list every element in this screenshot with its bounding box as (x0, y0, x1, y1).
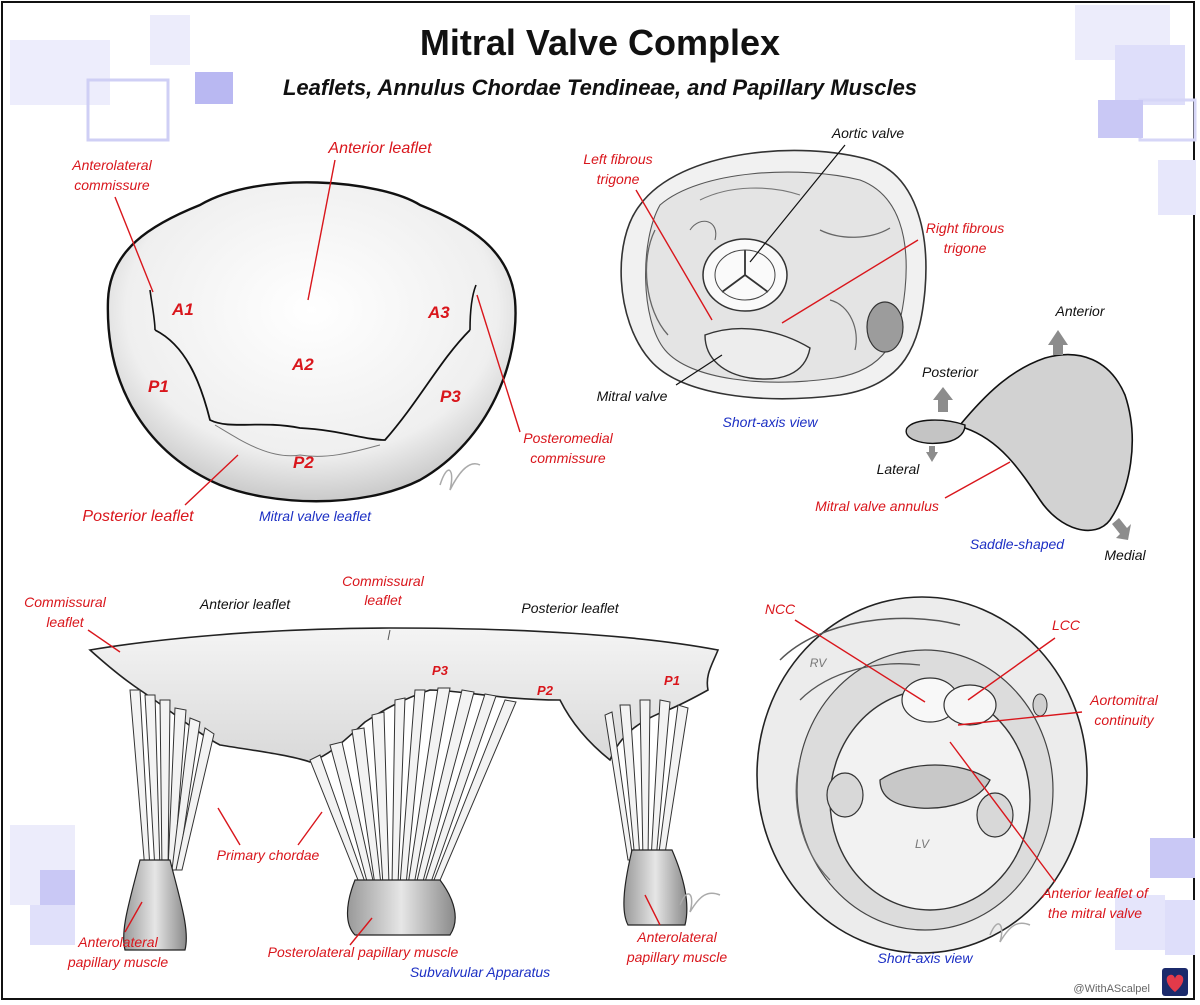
mitral-valve-leaflet-caption: Mitral valve leaflet (259, 508, 372, 524)
short-axis-top-caption: Short-axis view (723, 414, 819, 430)
posterior-leaflet-sub-label: Posterior leaflet (521, 600, 619, 616)
segment-p1: P1 (148, 377, 169, 396)
ncc-label: NCC (765, 601, 796, 617)
anterolateral-pm-left-label-1: Anterolateral (77, 934, 158, 950)
arrow-lateral-icon (926, 446, 938, 462)
mitral-valve-leaflet-panel: A1 A2 A3 P1 P2 P3 Anterior leaflet Anter… (71, 140, 613, 525)
commissural-leaflet-left-label-1: Commissural (24, 594, 107, 610)
subvalvular-apparatus-caption: Subvalvular Apparatus (410, 964, 550, 980)
lcc-label: LCC (1052, 617, 1081, 633)
chordae-middle (309, 687, 517, 886)
segment-p2: P2 (293, 453, 314, 472)
segment-a1: A1 (171, 300, 194, 319)
anterior-leaflet-label: Anterior leaflet (327, 140, 432, 157)
posterior-leaflet-label: Posterior leaflet (82, 508, 194, 525)
posteromedial-commissure-label-2: commissure (530, 450, 606, 466)
commissural-leaflet-left-label-2: leaflet (46, 614, 84, 630)
right-fibrous-trigone-label-2: trigone (944, 240, 987, 256)
commissural-leaflet-mid-label-2: leaflet (364, 592, 402, 608)
annulus-tip (905, 419, 966, 445)
leaflet-veil (88, 627, 720, 763)
left-fibrous-trigone-label-2: trigone (597, 171, 640, 187)
lv-label: LV (915, 837, 930, 851)
anterior-leaflet-mv-label-2: the mitral valve (1048, 905, 1142, 921)
page-title: Mitral Valve Complex (420, 22, 780, 63)
signature-mark-3 (989, 922, 1031, 943)
short-axis-bottom-caption: Short-axis view (878, 950, 974, 966)
anterolateral-pm-right-label-1: Anterolateral (636, 929, 717, 945)
papillary-muscle-left (123, 859, 187, 951)
anterior-leaflet-sub-label: Anterior leaflet (199, 596, 291, 612)
posterolateral-pm-label: Posterolateral papillary muscle (268, 944, 459, 960)
medial-direction-label: Medial (1104, 547, 1146, 563)
anterolateral-commissure-label-2: commissure (74, 177, 150, 193)
signature-mark-2 (679, 892, 721, 913)
subvalvular-apparatus-panel: P3 P2 P1 Commissural leaflet Commissural… (24, 573, 727, 980)
segment-p3-sub: P3 (432, 663, 449, 678)
page-subtitle: Leaflets, Annulus Chordae Tendineae, and… (283, 75, 917, 100)
aortomitral-label-2: continuity (1094, 712, 1154, 728)
anterolateral-pm-left-label-2: papillary muscle (67, 954, 169, 970)
rv-label: RV (810, 656, 827, 670)
posterior-direction-label: Posterior (922, 364, 979, 380)
leaflet-outline (106, 181, 517, 503)
mitral-valve-shape (704, 327, 811, 380)
segment-a2: A2 (291, 355, 314, 374)
aortomitral-label-1: Aortomitral (1089, 692, 1159, 708)
lateral-direction-label: Lateral (877, 461, 921, 477)
mitral-valve-annulus-label: Mitral valve annulus (815, 498, 939, 514)
chordae-left (129, 689, 215, 871)
arrow-anterior-icon (1048, 330, 1068, 355)
papillary-muscle-right (623, 849, 688, 926)
segment-p3: P3 (440, 387, 461, 406)
segment-p2-sub: P2 (537, 683, 554, 698)
anterior-leaflet-mv-label-1: Anterior leaflet of (1041, 885, 1150, 901)
anterior-direction-label: Anterior (1054, 303, 1105, 319)
aortic-valve-label: Aortic valve (831, 125, 905, 141)
mitral-valve-label: Mitral valve (597, 388, 668, 404)
primary-chordae-label: Primary chordae (217, 847, 320, 863)
saddle-annulus-panel: Anterior Posterior Lateral Medial Mitral… (815, 303, 1146, 563)
saddle-shaped-caption: Saddle-shaped (970, 536, 1065, 552)
commissural-leaflet-mid-label-1: Commissural (342, 573, 425, 589)
annulus-shape (958, 353, 1134, 532)
credit-text: @WithAScalpel (1073, 983, 1150, 995)
right-fibrous-trigone-label-1: Right fibrous (926, 220, 1005, 236)
arrow-medial-icon (1112, 518, 1131, 540)
short-axis-bottom-panel: RV LV NCC LCC Aortomitral continuity Ant… (756, 596, 1159, 966)
chordae-right (604, 699, 689, 861)
anterolateral-commissure-label-1: Anterolateral (71, 157, 152, 173)
left-fibrous-trigone-label-1: Left fibrous (583, 151, 652, 167)
coaptation-line (154, 329, 471, 441)
decorative-squares (10, 5, 1197, 955)
arrow-posterior-icon (933, 387, 953, 412)
posteromedial-commissure-label-1: Posteromedial (523, 430, 613, 446)
signature-mark (439, 463, 481, 491)
short-axis-top-panel: Aortic valve Left fibrous trigone Right … (583, 125, 1004, 430)
segment-a3: A3 (427, 303, 450, 322)
papillary-muscle-middle (346, 879, 456, 936)
anterolateral-pm-right-label-2: papillary muscle (626, 949, 728, 965)
segment-p1-sub: P1 (664, 673, 680, 688)
heart-logo-icon (1162, 968, 1188, 996)
